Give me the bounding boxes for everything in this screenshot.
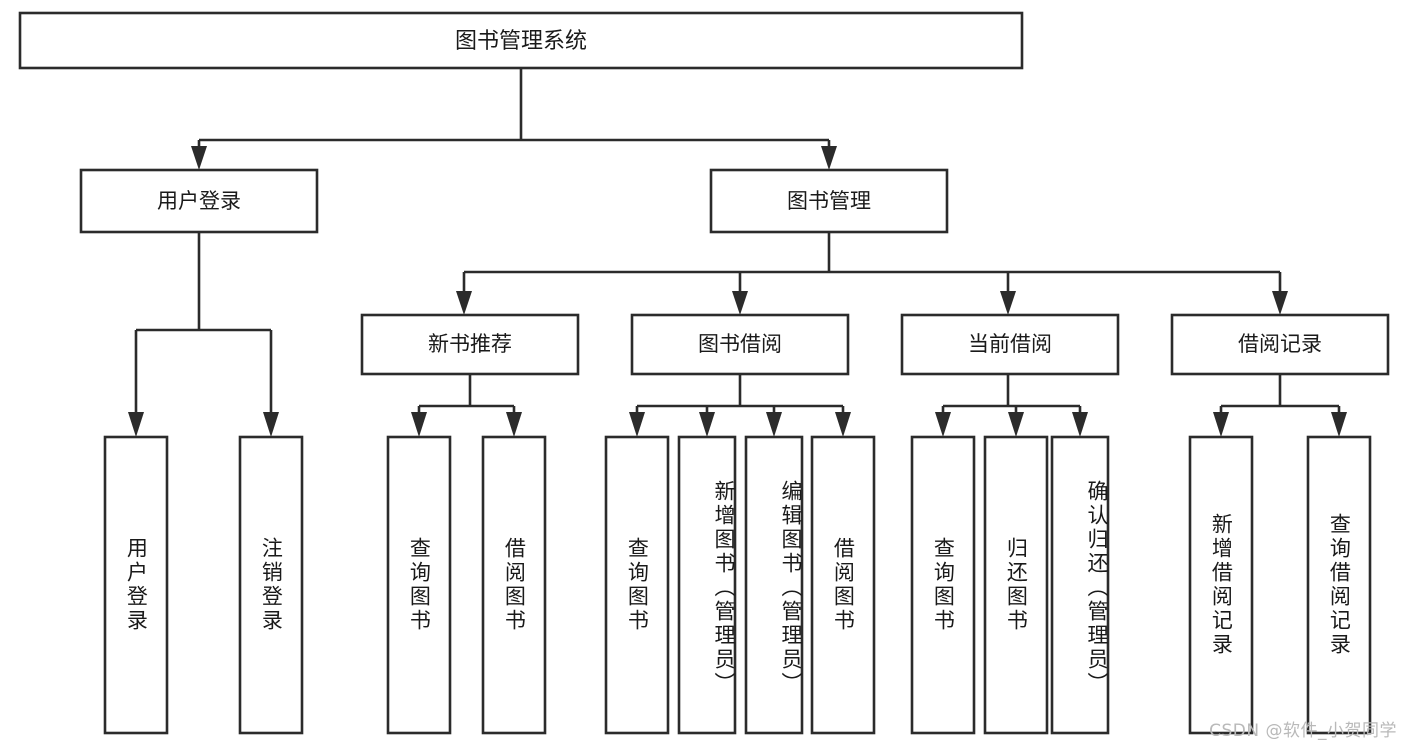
arrowhead-current-leaf-2 (1008, 412, 1024, 437)
arrowhead-newbook-leaf-2 (506, 412, 522, 437)
arrowhead-borrow-leaf-3 (766, 412, 782, 437)
leaf-box-query-book-1[interactable] (386, 435, 452, 735)
node-box-new-book-recommend[interactable] (360, 313, 580, 376)
leaf-box-edit-book-admin[interactable] (744, 435, 804, 735)
node-label-current-borrow: 当前借阅 (968, 332, 1052, 356)
node-box-borrow-record[interactable] (1170, 313, 1390, 376)
node-label-borrow-record: 借阅记录 (1238, 332, 1322, 356)
arrowhead-record-leaf-1 (1213, 412, 1229, 437)
arrowhead-borrow-leaf-4 (835, 412, 851, 437)
arrowhead-borrow-leaf-2 (699, 412, 715, 437)
leaf-box-user-login[interactable] (103, 435, 169, 735)
node-label-book-management: 图书管理 (787, 189, 871, 213)
leaf-box-confirm-return[interactable] (1050, 435, 1110, 735)
leaf-box-borrow-book-1[interactable] (481, 435, 547, 735)
arrowhead-leaf-logout (263, 412, 279, 437)
leaf-box-query-book-3[interactable] (910, 435, 976, 735)
arrowhead-record-leaf-2 (1331, 412, 1347, 437)
leaf-box-borrow-book-2[interactable] (810, 435, 876, 735)
leaf-box-layer (103, 435, 1372, 735)
arrowhead-current-borrow (1000, 291, 1016, 315)
arrowhead-current-leaf-3 (1072, 412, 1088, 437)
arrowhead-user-login (191, 146, 207, 170)
node-label-root: 图书管理系统 (455, 29, 587, 54)
leaf-box-add-record[interactable] (1188, 435, 1254, 735)
arrowhead-borrow-record (1272, 291, 1288, 315)
csdn-watermark: CSDN @软件_小贺同学 (1209, 721, 1397, 741)
arrowhead-book-mgmt (821, 146, 837, 170)
node-label-user-login: 用户登录 (157, 189, 241, 213)
node-label-book-borrow: 图书借阅 (698, 332, 782, 356)
arrowhead-book-borrow (732, 291, 748, 315)
node-box-book-borrow[interactable] (630, 313, 850, 376)
node-label-new-book-recommend: 新书推荐 (428, 332, 512, 356)
node-layer: 图书管理系统 用户登录 图书管理 新书推荐 图书借阅 当前借阅 借阅记录 (18, 11, 1390, 735)
node-box-user-login[interactable] (79, 168, 319, 234)
leaf-box-query-book-2[interactable] (604, 435, 670, 735)
arrowhead-newbook-leaf-1 (411, 412, 427, 437)
node-box-root[interactable] (18, 11, 1024, 70)
node-box-book-management[interactable] (709, 168, 949, 234)
arrowhead-borrow-leaf-1 (629, 412, 645, 437)
leaf-box-logout[interactable] (238, 435, 304, 735)
leaf-box-add-book-admin[interactable] (677, 435, 737, 735)
connector-layer (128, 68, 1347, 437)
leaf-box-query-record[interactable] (1306, 435, 1372, 735)
arrowhead-current-leaf-1 (935, 412, 951, 437)
node-box-current-borrow[interactable] (900, 313, 1120, 376)
leaf-box-return-book[interactable] (983, 435, 1049, 735)
arrowhead-leaf-user-login (128, 412, 144, 437)
arrowhead-new-book-rec (456, 291, 472, 315)
